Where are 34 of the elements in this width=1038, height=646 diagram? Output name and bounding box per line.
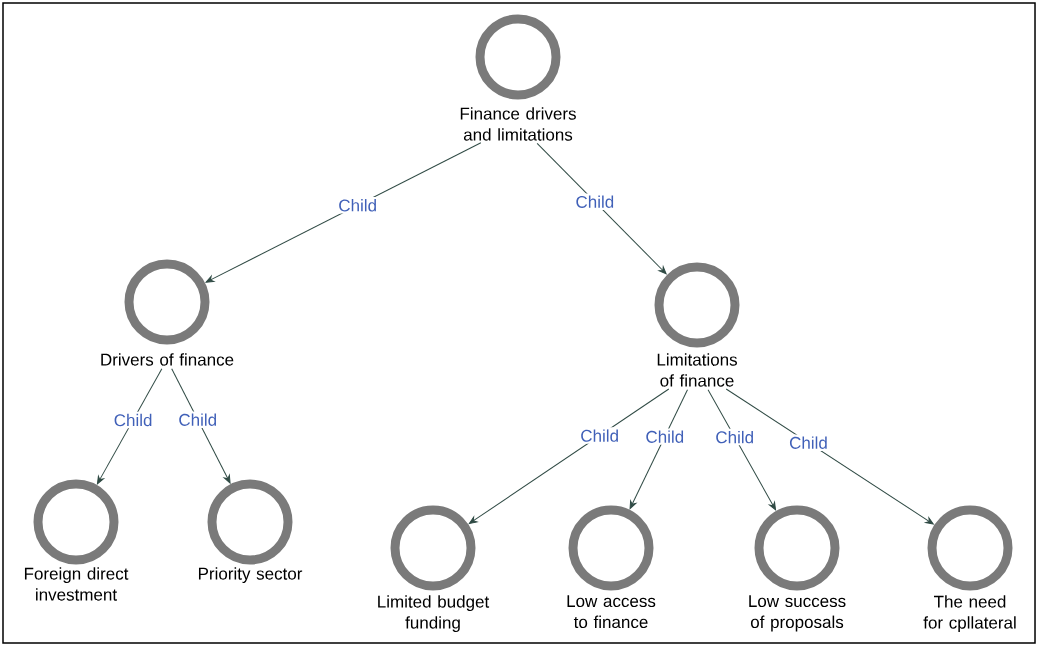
arrow	[96, 368, 163, 485]
node-ring	[390, 505, 476, 591]
arrow	[707, 389, 777, 511]
arrow	[629, 389, 688, 510]
edge-label: Child	[646, 430, 684, 443]
node-label: Limited budget funding	[378, 595, 490, 633]
arrow	[468, 388, 670, 524]
node-label: Foreign direct investment	[24, 567, 129, 601]
edge-label: Child	[581, 429, 618, 442]
node-label: Low access to finance	[567, 595, 656, 629]
arrow	[171, 368, 231, 484]
node-label: Finance drivers and limitations	[460, 107, 576, 141]
arrow	[205, 142, 482, 283]
edge-label: Child	[716, 430, 753, 444]
node-ring	[654, 262, 740, 348]
node-label: Drivers of finance	[101, 353, 234, 366]
node-ring	[124, 259, 210, 345]
edge-label: Child	[339, 199, 376, 212]
arrow	[536, 142, 667, 275]
node-label: Limitations of finance	[657, 353, 737, 387]
node-ring	[754, 505, 840, 591]
edge-label: Child	[114, 413, 152, 427]
node-ring	[568, 505, 654, 591]
edge-label: Child	[179, 413, 216, 426]
edge-label: Child	[789, 436, 827, 449]
node-label: The need for cpllateral	[923, 595, 1016, 633]
node-ring	[33, 479, 119, 565]
node-ring	[927, 505, 1013, 591]
node-label: Priority sector	[198, 567, 303, 584]
arrow	[725, 388, 934, 525]
node-ring	[207, 479, 293, 565]
node-label: Low success of proposals	[749, 595, 846, 632]
node-ring	[475, 14, 561, 100]
edge-label: Child	[576, 195, 614, 208]
